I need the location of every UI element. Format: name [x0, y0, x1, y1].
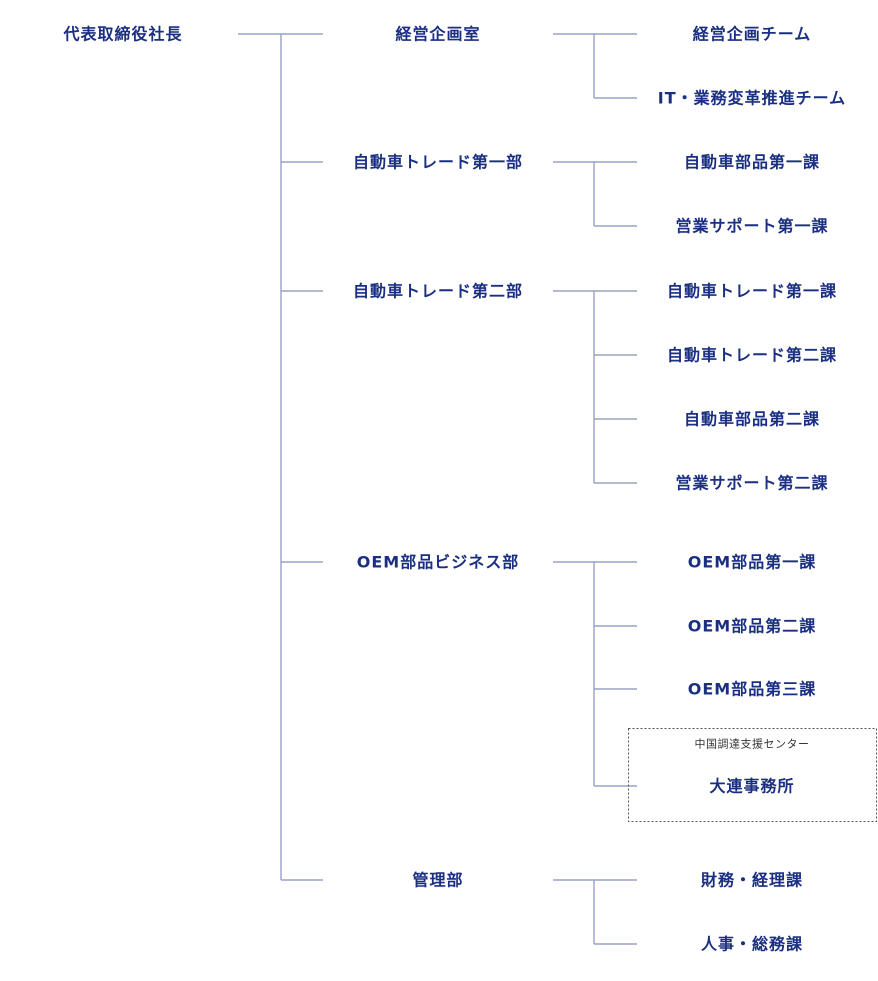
unit-node: 経営企画チーム — [693, 25, 812, 44]
unit-node: 人事・総務課 — [701, 935, 803, 954]
division-node: 自動車トレード第一部 — [353, 153, 523, 172]
division-node: 経営企画室 — [395, 25, 480, 44]
unit-node: OEM部品第二課 — [688, 617, 816, 636]
connector-lines — [238, 33, 637, 945]
unit-node: 自動車トレード第一課 — [667, 282, 837, 301]
group-label: 中国調達支援センター — [695, 737, 810, 751]
unit-node: 営業サポート第一課 — [675, 217, 828, 236]
unit-node: 大連事務所 — [709, 777, 794, 796]
unit-node: IT・業務変革推進チーム — [658, 89, 846, 108]
unit-node: OEM部品第三課 — [688, 680, 816, 699]
unit-node: 財務・経理課 — [701, 871, 803, 890]
unit-node: 自動車部品第一課 — [684, 153, 820, 172]
org-nodes: 代表取締役社長経営企画室経営企画チームIT・業務変革推進チーム自動車トレード第一… — [62, 25, 877, 954]
division-node: 管理部 — [412, 871, 463, 890]
division-node: 自動車トレード第二部 — [353, 282, 523, 301]
unit-node: 自動車部品第二課 — [684, 410, 820, 429]
division-node: OEM部品ビジネス部 — [357, 553, 519, 572]
unit-node: 自動車トレード第二課 — [667, 346, 837, 365]
group-box — [628, 728, 877, 822]
root-node-ceo: 代表取締役社長 — [62, 25, 182, 44]
unit-node: OEM部品第一課 — [688, 553, 816, 572]
unit-node: 営業サポート第二課 — [675, 474, 828, 493]
